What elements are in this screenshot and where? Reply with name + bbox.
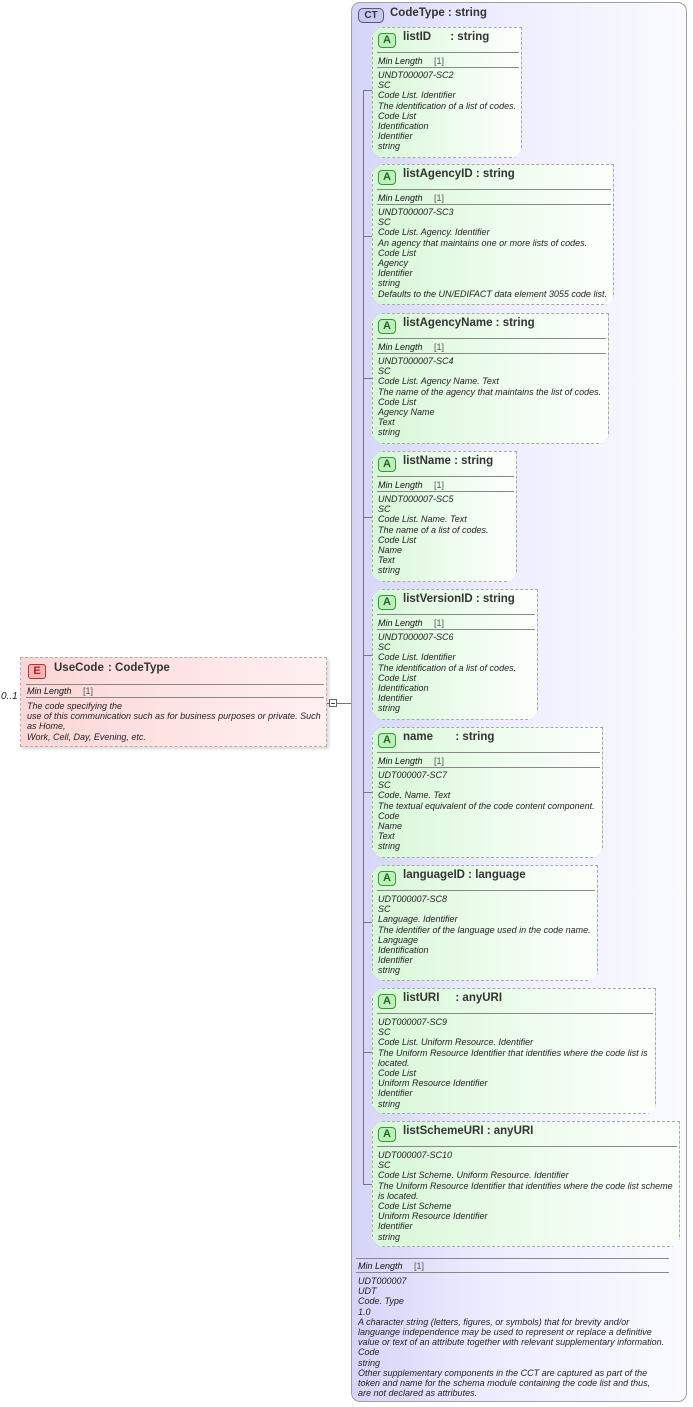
attribute-listversionid[interactable]: A listVersionID : string Min Length [1] …	[372, 589, 538, 720]
attribute-name-label: name : string	[403, 731, 495, 743]
element-type: : CodeType	[108, 662, 170, 674]
facet-label: Min Length	[378, 756, 423, 766]
attr-tick	[363, 655, 373, 656]
attribute-description: UDT000007-SC9 SC Code List. Uniform Reso…	[378, 1017, 648, 1109]
facet-label: Min Length	[27, 686, 72, 696]
attribute-name: listAgencyID : string	[403, 168, 515, 180]
ct-facet-value: [1]	[414, 1261, 425, 1271]
attribute-description: UNDT000007-SC3 SC Code List. Agency. Ide…	[378, 207, 607, 299]
ct-facet-label: Min Length	[358, 1261, 403, 1271]
complex-type-badge-icon: CT	[358, 8, 384, 23]
element-usecode[interactable]: E UseCode : CodeType Min Length [1] The …	[20, 657, 327, 747]
attribute-listname[interactable]: A listName : string Min Length [1] UNDT0…	[372, 451, 517, 582]
attribute-name: listID : string	[403, 31, 490, 43]
complex-type-title: CodeType : string	[390, 7, 487, 19]
divider	[377, 614, 535, 615]
divider	[26, 697, 324, 698]
attribute-badge-icon: A	[378, 595, 396, 610]
facet-value: [1]	[434, 193, 445, 203]
attribute-description: UDT000007-SC8 SC Language. Identifier Th…	[378, 894, 591, 976]
divider	[377, 338, 606, 339]
attr-tick	[363, 792, 373, 793]
facet-value: [1]	[434, 56, 445, 66]
divider	[377, 1013, 653, 1014]
divider	[377, 752, 600, 753]
divider	[377, 890, 595, 891]
facet-label: Min Length	[378, 480, 423, 490]
divider	[377, 52, 519, 53]
divider	[377, 491, 514, 492]
facet-value: [1]	[434, 480, 445, 490]
attribute-listuri[interactable]: A listURI : anyURI UDT000007-SC9 SC Code…	[372, 988, 656, 1114]
facet-value: [1]	[434, 342, 445, 352]
attribute-badge-icon: A	[378, 33, 396, 48]
facet-label: Min Length	[378, 618, 423, 628]
attribute-listagencyname[interactable]: A listAgencyName : string Min Length [1]…	[372, 313, 609, 444]
divider	[377, 353, 606, 354]
attribute-name: languageID : language	[403, 869, 526, 881]
facet-label: Min Length	[378, 193, 423, 203]
element-name: UseCode	[54, 662, 104, 674]
attribute-description: UNDT000007-SC4 SC Code List. Agency Name…	[378, 356, 602, 438]
attribute-name: listURI : anyURI	[403, 992, 503, 1004]
attr-tick	[363, 1184, 373, 1185]
divider	[377, 1146, 677, 1147]
divider	[356, 1272, 669, 1273]
attribute-name: listAgencyName : string	[403, 317, 535, 329]
attribute-listschemeuri[interactable]: A listSchemeURI : anyURI UDT000007-SC10 …	[372, 1121, 680, 1247]
attribute-name[interactable]: A name : string Min Length [1] UDT000007…	[372, 727, 603, 858]
divider	[377, 767, 600, 768]
attr-tick	[363, 517, 373, 518]
collapse-toggle[interactable]	[329, 699, 337, 707]
divider	[377, 629, 535, 630]
divider	[377, 67, 519, 68]
attribute-description: UNDT000007-SC2 SC Code List. Identifier …	[378, 70, 517, 152]
attribute-badge-icon: A	[378, 733, 396, 748]
attribute-description: UNDT000007-SC6 SC Code List. Identifier …	[378, 632, 517, 714]
attribute-description: UNDT000007-SC5 SC Code List. Name. Text …	[378, 494, 489, 576]
attr-tick	[363, 922, 373, 923]
element-badge-icon: E	[28, 664, 46, 679]
facet-value: [1]	[434, 756, 445, 766]
divider	[26, 684, 324, 685]
attr-tick	[363, 1052, 373, 1053]
attribute-badge-icon: A	[378, 871, 396, 886]
element-multiplicity: 0..1	[1, 691, 18, 702]
attr-tick	[363, 378, 373, 379]
attr-tick	[363, 236, 373, 237]
attribute-name: listSchemeURI : anyURI	[403, 1125, 534, 1137]
attribute-languageid[interactable]: A languageID : language UDT000007-SC8 SC…	[372, 865, 598, 981]
divider	[377, 189, 611, 190]
facet-value: [1]	[83, 686, 94, 696]
attribute-badge-icon: A	[378, 1127, 396, 1142]
attribute-badge-icon: A	[378, 170, 396, 185]
element-description: The code specifying the use of this comm…	[27, 701, 321, 742]
attribute-description: UDT000007-SC10 SC Code List Scheme. Unif…	[378, 1150, 673, 1242]
attribute-listagencyid[interactable]: A listAgencyID : string Min Length [1] U…	[372, 164, 614, 305]
attribute-badge-icon: A	[378, 457, 396, 472]
divider	[356, 1258, 669, 1259]
attribute-badge-icon: A	[378, 319, 396, 334]
divider	[377, 204, 611, 205]
attribute-name: listVersionID : string	[403, 593, 515, 605]
attribute-description: UDT000007-SC7 SC Code. Name. Text The te…	[378, 770, 595, 852]
facet-value: [1]	[434, 618, 445, 628]
ct-description: UDT000007 UDT Code. Type 1.0 A character…	[358, 1276, 665, 1399]
attribute-connector-line	[363, 90, 364, 1184]
attribute-badge-icon: A	[378, 994, 396, 1009]
attr-tick	[363, 90, 373, 91]
facet-label: Min Length	[378, 342, 423, 352]
divider	[377, 476, 514, 477]
connector-line	[327, 703, 363, 704]
attribute-name: listName : string	[403, 455, 494, 467]
attribute-listid[interactable]: A listID : string Min Length [1] UNDT000…	[372, 27, 522, 158]
facet-label: Min Length	[378, 56, 423, 66]
